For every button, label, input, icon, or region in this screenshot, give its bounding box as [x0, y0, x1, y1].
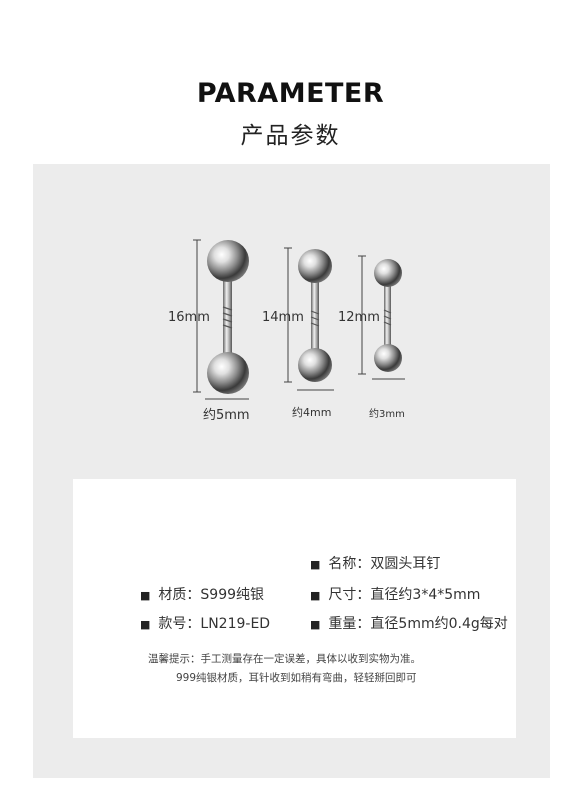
- bullet-icon: ■: [310, 618, 321, 631]
- spec-model: ■款号：LN219-ED: [140, 616, 271, 632]
- bullet-icon: ■: [310, 558, 321, 571]
- spec-card: [73, 479, 516, 738]
- earring-ball-top: [207, 240, 249, 282]
- spec-name: ■名称：双圆头耳钉: [310, 556, 441, 572]
- barbell-earring-large: [193, 239, 249, 400]
- spec-weight: ■重量：直径5mm约0.4g每对: [310, 616, 508, 632]
- bullet-icon: ■: [140, 618, 151, 631]
- thread-mark: [222, 306, 233, 329]
- bullet-icon: ■: [140, 589, 151, 602]
- width-label-large: 约5mm: [203, 408, 250, 423]
- earring-bar: [223, 270, 232, 365]
- note-line-2: 999纯银材质，耳针收到如稍有弯曲，轻轻掰回即可: [176, 672, 417, 684]
- bullet-icon: ■: [310, 589, 321, 602]
- earring-ball-bottom: [207, 352, 249, 394]
- spec-material: ■材质：S999纯银: [140, 587, 265, 603]
- note-line-1: 温馨提示：手工测量存在一定误差，具体以收到实物为准。: [148, 653, 421, 665]
- page-title: PARAMETER: [196, 78, 385, 109]
- length-label-large: 16mm: [168, 310, 210, 325]
- page-subtitle: 产品参数: [240, 123, 341, 149]
- length-label-small: 12mm: [338, 310, 380, 325]
- barbell-earring-medium: [284, 247, 334, 391]
- spec-size: ■尺寸：直径约3*4*5mm: [310, 587, 481, 603]
- product-illustrations: [193, 239, 405, 400]
- width-label-small: 约3mm: [369, 409, 405, 420]
- width-label-medium: 约4mm: [292, 406, 332, 419]
- length-label-medium: 14mm: [262, 310, 304, 325]
- barbell-earring-small: [358, 255, 405, 380]
